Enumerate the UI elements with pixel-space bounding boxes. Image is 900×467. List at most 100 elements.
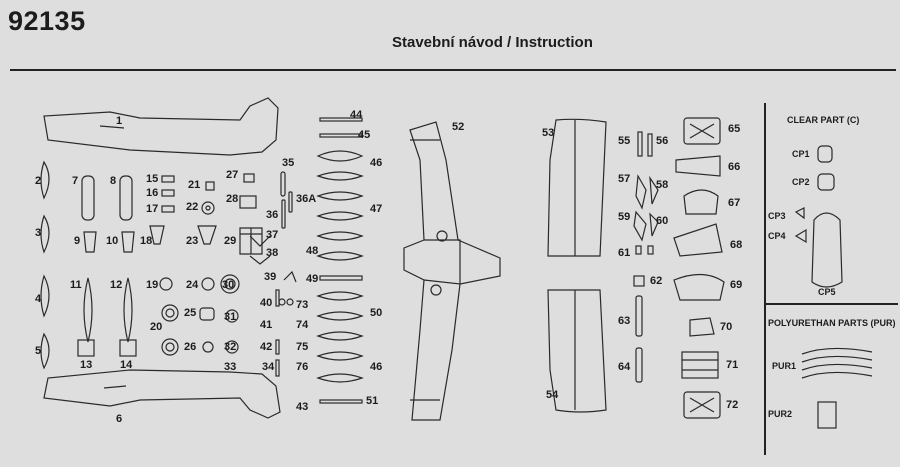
part-8-shape — [119, 175, 133, 221]
part-label-20: 20 — [150, 321, 163, 333]
part-label-28: 28 — [226, 193, 239, 205]
part-label-7: 7 — [72, 175, 79, 187]
part-label-18: 18 — [140, 235, 153, 247]
part-label-45: 45 — [358, 129, 371, 141]
part-label-56: 56 — [656, 135, 669, 147]
part-label-26: 26 — [184, 341, 197, 353]
part-label-36: 36 — [266, 209, 279, 221]
part-label-51: 51 — [366, 395, 379, 407]
part-label-14: 14 — [120, 359, 133, 371]
part-label-68: 68 — [730, 239, 743, 251]
kit-number: 92135 — [8, 6, 86, 36]
part-label-9: 9 — [74, 235, 81, 247]
part-label-48: 48 — [306, 245, 319, 257]
part-label-38: 38 — [266, 247, 279, 259]
part-label-50: 50 — [370, 307, 383, 319]
part-label-40: 40 — [260, 297, 273, 309]
part-label-37: 37 — [266, 229, 279, 241]
clear-part-label-cp2: CP2 — [792, 177, 810, 187]
part-label-76: 76 — [296, 361, 309, 373]
part-label-27: 27 — [226, 169, 239, 181]
fuselage-right-half — [43, 369, 281, 419]
header-rule — [10, 69, 896, 71]
part-label-6: 6 — [116, 413, 123, 425]
part-label-63: 63 — [618, 315, 631, 327]
clear-part-label-cp1: CP1 — [792, 149, 810, 159]
part-label-60: 60 — [656, 215, 669, 227]
part-label-43: 43 — [296, 401, 309, 413]
section-divider-vertical — [764, 103, 766, 455]
cp2-shape — [817, 173, 835, 191]
part-label-70: 70 — [720, 321, 733, 333]
clear-parts-heading: CLEAR PART (C) — [787, 115, 860, 125]
part-label-44: 44 — [350, 109, 363, 121]
part-3-shape — [40, 214, 50, 254]
part-label-1: 1 — [116, 115, 123, 127]
part-4-shape — [40, 274, 50, 318]
cp3-shape — [794, 207, 805, 220]
part-label-65: 65 — [728, 123, 741, 135]
cp1-shape — [817, 145, 833, 163]
wing-lower-panel — [547, 289, 607, 413]
part-label-47: 47 — [370, 203, 383, 215]
part-label-31: 31 — [224, 311, 237, 323]
part-label-8: 8 — [110, 175, 117, 187]
wing-top-view — [403, 121, 501, 421]
cp5-shape — [811, 212, 843, 288]
part-label-59: 59 — [618, 211, 631, 223]
part-label-41: 41 — [260, 319, 273, 331]
part-label-22: 22 — [186, 201, 199, 213]
part-label-66: 66 — [728, 161, 741, 173]
part-7-shape — [81, 175, 95, 221]
part-label-67: 67 — [728, 197, 741, 209]
part-label-39: 39 — [264, 271, 277, 283]
part-label-35: 35 — [282, 157, 295, 169]
part-label-58: 58 — [656, 179, 669, 191]
part-label-54: 54 — [546, 389, 559, 401]
part-label-29: 29 — [224, 235, 237, 247]
part-label-19: 19 — [146, 279, 159, 291]
pur1-shape — [801, 347, 873, 379]
part-label-46b: 46 — [370, 361, 383, 373]
part-label-49: 49 — [306, 273, 319, 285]
part-label-55: 55 — [618, 135, 631, 147]
part-label-15: 15 — [146, 173, 159, 185]
part-label-36a: 36A — [296, 193, 317, 205]
part-label-62: 62 — [650, 275, 663, 287]
pur-part-label-pur2: PUR2 — [768, 409, 793, 419]
part-label-4: 4 — [35, 293, 42, 305]
part-label-11: 11 — [70, 279, 82, 291]
part-label-72: 72 — [726, 399, 739, 411]
part-label-52: 52 — [452, 121, 465, 133]
part-5-shape — [40, 332, 50, 370]
part-label-5: 5 — [35, 345, 42, 357]
fuselage-left-half — [43, 97, 279, 156]
part-label-73: 73 — [296, 299, 309, 311]
part-label-71: 71 — [726, 359, 739, 371]
part-label-13: 13 — [80, 359, 93, 371]
part-29-shape — [239, 227, 263, 255]
part-label-33: 33 — [224, 361, 237, 373]
part-label-3: 3 — [35, 227, 42, 239]
part-label-23: 23 — [186, 235, 199, 247]
part-11-shape — [83, 277, 93, 343]
part-label-21: 21 — [188, 179, 201, 191]
part-label-12: 12 — [110, 279, 123, 291]
sheet-title: Stavební návod / Instruction — [392, 34, 593, 51]
part-label-16: 16 — [146, 187, 159, 199]
part-12-shape — [123, 277, 133, 343]
part-label-32: 32 — [224, 341, 237, 353]
part-label-57: 57 — [618, 173, 631, 185]
part-label-61: 61 — [618, 247, 631, 259]
part-label-24: 24 — [186, 279, 199, 291]
part-label-25: 25 — [184, 307, 197, 319]
part-label-42: 42 — [260, 341, 273, 353]
part-label-17: 17 — [146, 203, 159, 215]
clear-part-label-cp5: CP5 — [818, 287, 836, 297]
clear-part-label-cp4: CP4 — [768, 231, 786, 241]
part-label-74: 74 — [296, 319, 309, 331]
clear-part-label-cp3: CP3 — [768, 211, 786, 221]
part-label-75: 75 — [296, 341, 309, 353]
